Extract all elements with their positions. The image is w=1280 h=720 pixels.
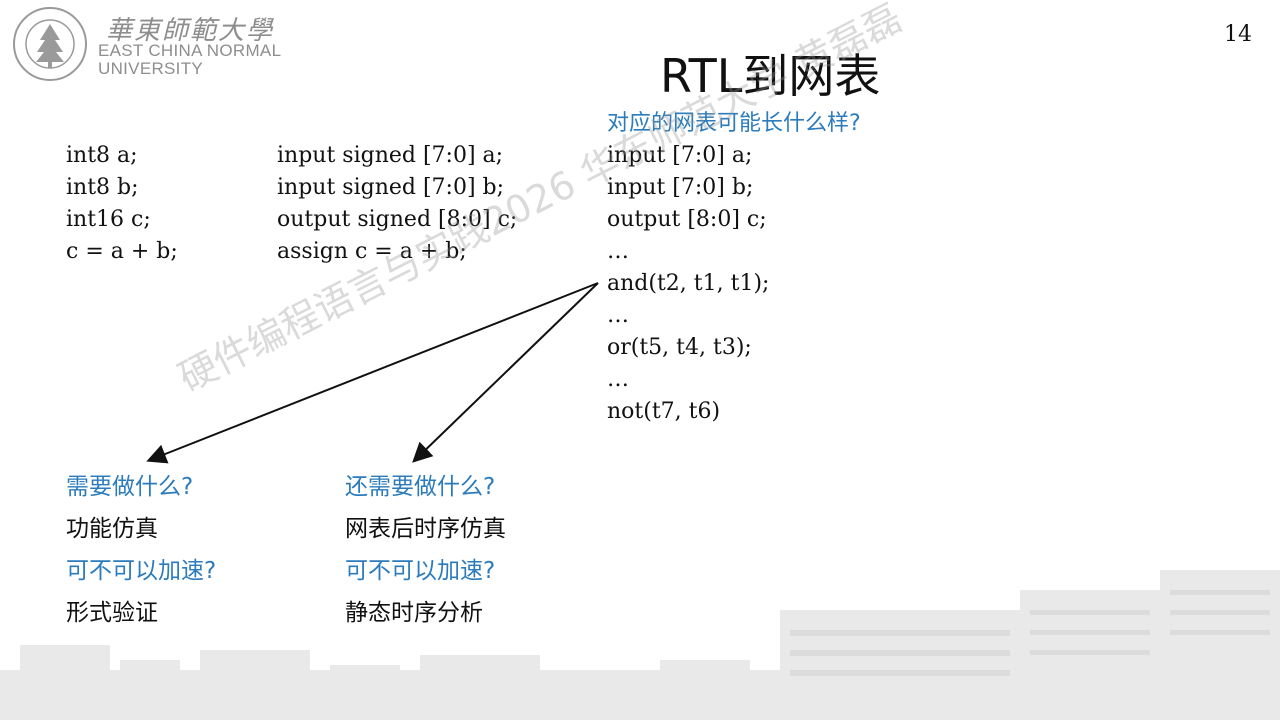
university-logo: 華東師範大學 EAST CHINA NORMAL UNIVERSITY [10, 4, 300, 84]
left-question-block: 需要做什么? 功能仿真 可不可以加速? 形式验证 [66, 466, 216, 634]
left-question-1: 需要做什么? [66, 474, 194, 500]
slide-title: RTL到网表 [660, 49, 881, 103]
code-line: input signed [7:0] a; [277, 143, 504, 168]
logo-english-line2: UNIVERSITY [98, 59, 204, 78]
code-line: int8 b; [66, 175, 139, 200]
code-line: input signed [7:0] b; [277, 175, 505, 200]
right-question-1: 还需要做什么? [345, 474, 496, 500]
netlist-heading: 对应的网表可能长什么样? [607, 111, 861, 136]
right-question-2: 可不可以加速? [345, 558, 496, 584]
code-line: not(t7, t6) [607, 399, 721, 424]
code-line: … [607, 303, 629, 328]
right-answer-2: 静态时序分析 [345, 600, 483, 626]
code-line: c = a + b; [66, 239, 178, 264]
code-line: assign c = a + b; [277, 239, 467, 264]
arrow-to-left-block [146, 282, 599, 464]
logo-english-line1: EAST CHINA NORMAL [98, 41, 282, 60]
netlist-code: 对应的网表可能长什么样? input [7:0] a; input [7:0] … [607, 108, 861, 428]
code-line: int16 c; [66, 207, 151, 232]
page-number: 14 [1224, 22, 1252, 47]
code-line: … [607, 367, 629, 392]
left-question-2: 可不可以加速? [66, 558, 217, 584]
code-line: input [7:0] a; [607, 143, 753, 168]
code-line: … [607, 239, 629, 264]
left-answer-2: 形式验证 [66, 600, 158, 626]
right-answer-1: 网表后时序仿真 [345, 516, 506, 542]
left-answer-1: 功能仿真 [66, 516, 158, 542]
ecnu-seal-icon [13, 7, 87, 81]
code-line: output [8:0] c; [607, 207, 767, 232]
code-line: output signed [8:0] c; [277, 207, 518, 232]
c-style-code: int8 a; int8 b; int16 c; c = a + b; [66, 140, 178, 268]
code-line: int8 a; [66, 143, 138, 168]
right-question-block: 还需要做什么? 网表后时序仿真 可不可以加速? 静态时序分析 [345, 466, 506, 634]
logo-english-name: EAST CHINA NORMAL UNIVERSITY [98, 42, 281, 78]
logo-chinese-name: 華東師範大學 [106, 16, 275, 46]
code-line: and(t2, t1, t1); [607, 271, 770, 296]
arrow-to-right-block [412, 282, 599, 463]
code-line: or(t5, t4, t3); [607, 335, 752, 360]
verilog-code: input signed [7:0] a; input signed [7:0]… [277, 140, 517, 268]
code-line: input [7:0] b; [607, 175, 754, 200]
